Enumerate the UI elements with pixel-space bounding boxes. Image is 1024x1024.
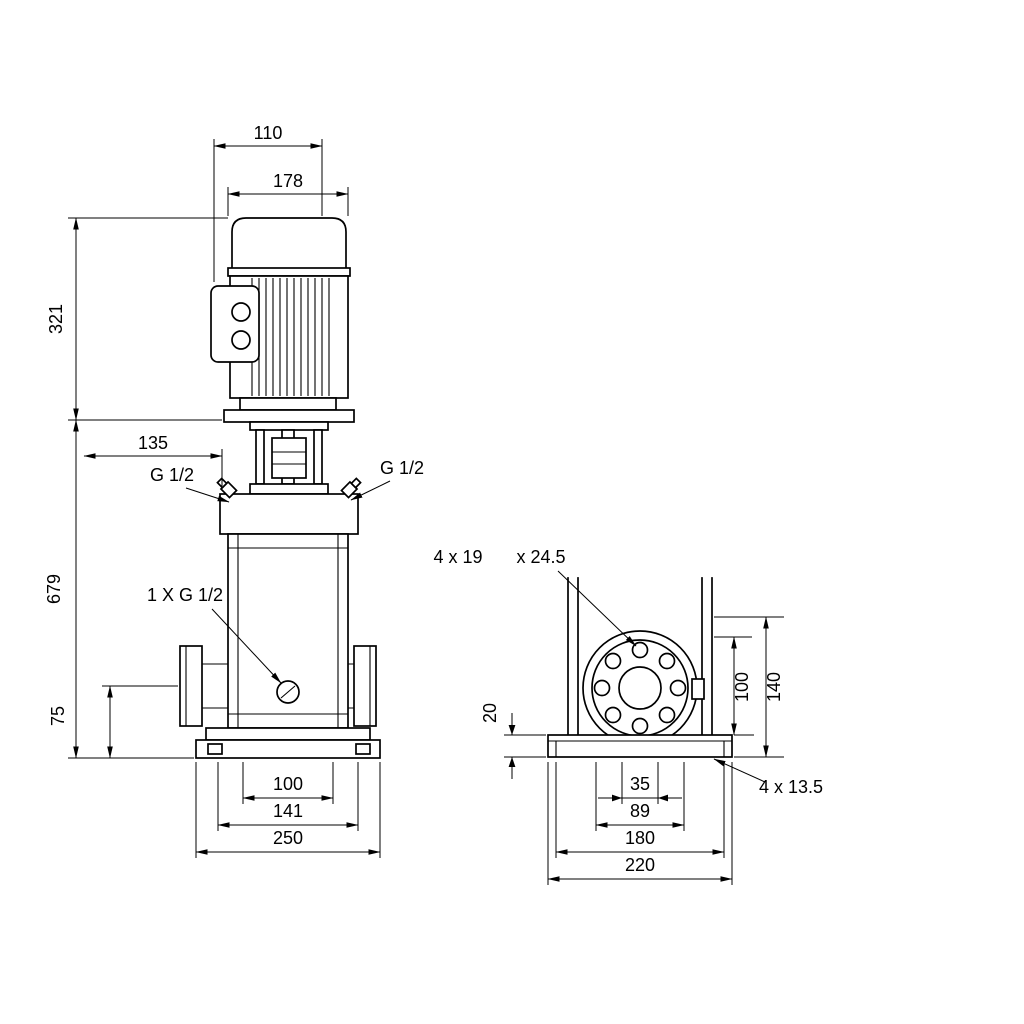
dim-75: 75 [48, 685, 178, 759]
dim-178-label: 178 [273, 171, 303, 191]
dim-89-label: 89 [630, 801, 650, 821]
dim-250-label: 250 [273, 828, 303, 848]
coupling-split-lines [272, 451, 306, 465]
dim-100-front: 100 [242, 762, 334, 804]
cable-entry-hole-top [231, 302, 251, 322]
coupling-lantern [249, 421, 329, 495]
drain-plug-slot [280, 685, 296, 699]
motor-mounting-flange [223, 409, 355, 423]
dim-180: 180 [555, 762, 725, 858]
discharge-flange [353, 645, 377, 727]
base-upper-step [205, 727, 371, 741]
motor-neck [239, 397, 337, 411]
base-bolt-slot-right [355, 743, 371, 755]
dim-75-label: 75 [48, 706, 68, 726]
chamber-stack [227, 533, 349, 729]
front-view: 110 178 321 679 135 [44, 123, 424, 858]
side-view: 4 x 19 x 24.5 20 100 140 4 x 13.5 [433, 547, 823, 885]
dim-679-label: 679 [44, 574, 64, 604]
dim-135-label: 135 [138, 433, 168, 453]
shaft-coupling [271, 437, 307, 479]
drain-label: 1 X G 1/2 [147, 585, 223, 605]
lantern-post-right [313, 429, 323, 485]
base-plate-side [547, 734, 733, 758]
dim-20: 20 [480, 703, 546, 779]
vent-plug-left [216, 477, 238, 499]
flange-clamp-tab [691, 678, 705, 700]
lantern-top-plate [249, 421, 329, 431]
port-flanges [179, 645, 377, 727]
dim-321: 321 [46, 217, 228, 421]
sleeve-joint-lines [228, 547, 348, 715]
dim-250: 250 [195, 762, 381, 858]
dim-110: 110 [213, 123, 323, 282]
dim-140: 140 [714, 616, 784, 758]
plug-left-label: G 1/2 [150, 465, 194, 485]
base-plate-end-lines [555, 741, 725, 757]
flange-counterbore-label: x 24.5 [516, 547, 565, 567]
base-holes-callout: 4 x 13.5 [713, 758, 823, 797]
dim-35-label: 35 [630, 774, 650, 794]
motor-top-cap [231, 217, 347, 271]
dim-220-label: 220 [625, 855, 655, 875]
lantern-post-left [255, 429, 265, 485]
dim-141: 141 [217, 762, 359, 831]
flange-holes-label: 4 x 19 [433, 547, 482, 567]
flange-holes-callout: 4 x 19 x 24.5 [433, 547, 637, 647]
dim-679: 679 [44, 419, 194, 759]
base-front [195, 727, 381, 759]
dim-321-label: 321 [46, 304, 66, 334]
column-silhouette [567, 577, 713, 736]
flange-bore-circle [618, 666, 662, 710]
drain-callout: 1 X G 1/2 [147, 585, 282, 684]
dim-135: 135 [83, 433, 223, 486]
suction-hub-lines [202, 663, 228, 709]
terminal-box [210, 285, 260, 363]
discharge-hub-lines [348, 663, 354, 709]
dim-178: 178 [227, 171, 349, 216]
dim-89: 89 [595, 762, 685, 831]
base-plate-front [195, 739, 381, 759]
base-holes-label: 4 x 13.5 [759, 777, 823, 797]
dim-180-label: 180 [625, 828, 655, 848]
dim-100-side: 100 [714, 636, 754, 736]
plug-left-callout: G 1/2 [150, 465, 230, 503]
pump-head-step [249, 483, 329, 495]
dim-110-label: 110 [254, 123, 283, 143]
dim-20-label: 20 [480, 703, 500, 723]
cable-entry-hole-bottom [231, 330, 251, 350]
sleeve-inner-lines [237, 534, 339, 728]
dim-220: 220 [547, 762, 733, 885]
dim-100-front-label: 100 [273, 774, 303, 794]
flange-bolt-holes [593, 641, 687, 735]
dim-35: 35 [598, 762, 682, 804]
port-flange-face [582, 630, 705, 746]
motor [210, 217, 355, 423]
dim-100-side-label: 100 [732, 672, 752, 702]
plug-right-callout: G 1/2 [350, 458, 424, 501]
plug-right-label: G 1/2 [380, 458, 424, 478]
vent-plug-right [340, 477, 362, 499]
dim-141-label: 141 [273, 801, 303, 821]
dim-140-label: 140 [764, 672, 784, 702]
base-bolt-slot-left [207, 743, 223, 755]
motor-flange-ring [227, 267, 351, 277]
suction-flange [179, 645, 203, 727]
pump-head-block [219, 493, 359, 535]
base-side [547, 734, 733, 758]
